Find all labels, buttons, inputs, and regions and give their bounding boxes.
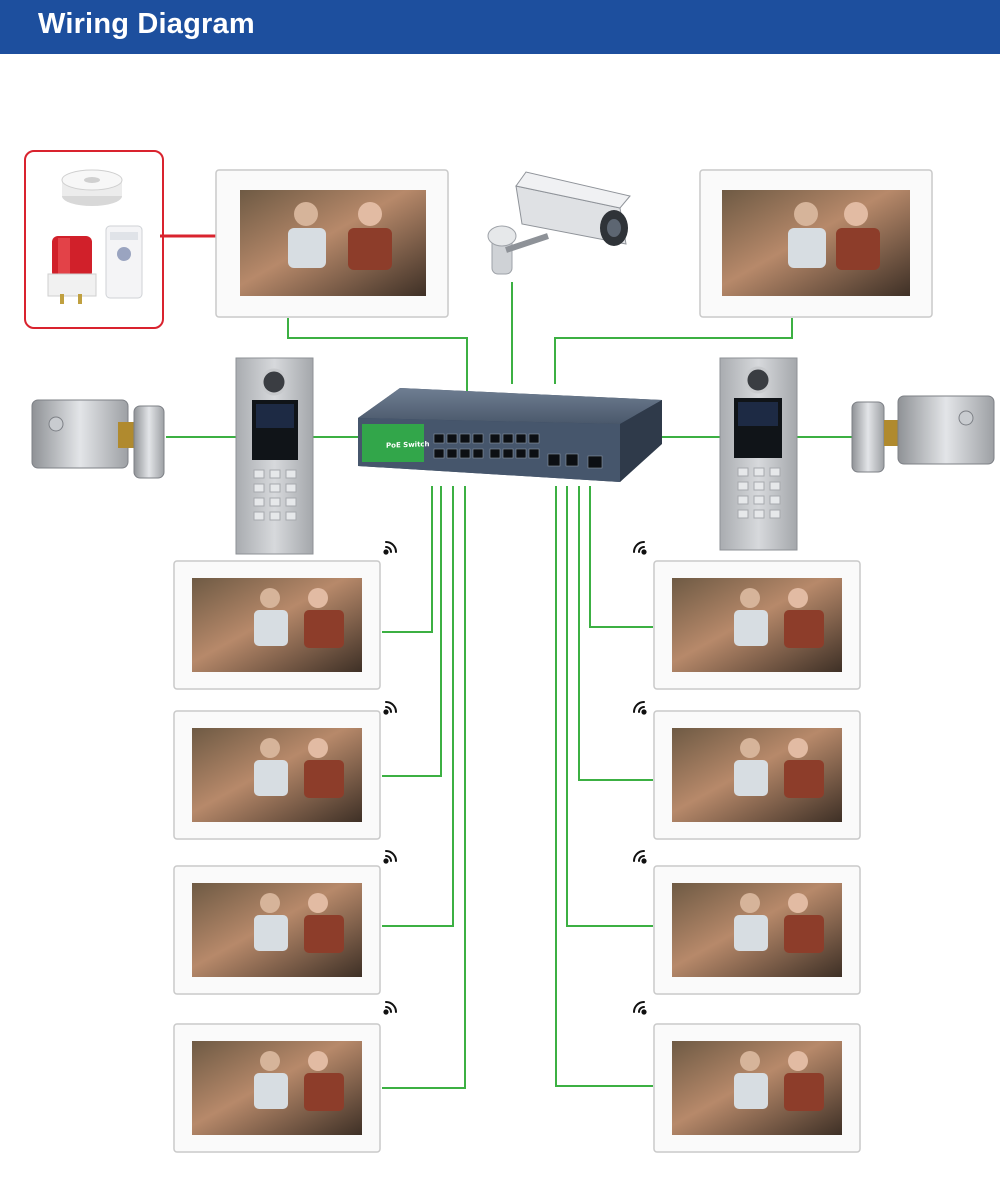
outdoor-station-right: [719, 357, 798, 551]
electric-lock-left-icon: [31, 399, 165, 479]
wire-right-monitor-2: [578, 486, 653, 781]
indoor-monitor-right-2: [653, 710, 861, 840]
ip-camera-icon: [487, 171, 631, 275]
wifi-icon: [633, 541, 647, 555]
indoor-monitor-right-3: [653, 865, 861, 995]
indoor-monitor-left-3: [173, 865, 381, 995]
smoke-detector-icon: [61, 169, 123, 206]
wire-top-left-monitor: [287, 318, 468, 392]
header-bar: Wiring Diagram: [0, 0, 1000, 54]
wire-left-monitor-4: [382, 486, 466, 1089]
wifi-icon: [633, 701, 647, 715]
indoor-monitor-left-4: [173, 1023, 381, 1153]
wire-left-monitor-3: [382, 486, 454, 927]
wire-right-monitor-1: [589, 486, 653, 628]
wifi-icon: [383, 1001, 397, 1015]
indoor-monitor-right-4: [653, 1023, 861, 1153]
indoor-monitor-right-1: [653, 560, 861, 690]
outdoor-station-left: [235, 357, 314, 555]
wire-right-monitor-4: [555, 486, 653, 1087]
poe-switch-label: PoE Switch: [386, 440, 430, 450]
wires: [160, 234, 852, 1089]
wifi-icon: [633, 1001, 647, 1015]
wire-top-right-monitor: [554, 318, 793, 384]
indoor-monitor-left-2: [173, 710, 381, 840]
electric-lock-right-icon: [851, 395, 995, 473]
motion-sensor-icon: [105, 225, 143, 299]
wire-left-monitor-1: [382, 486, 433, 633]
wifi-icon: [633, 850, 647, 864]
indoor-monitor-left-1: [173, 560, 381, 690]
wifi-icon: [383, 541, 397, 555]
wifi-icon: [383, 701, 397, 715]
alarm-siren-icon: [47, 236, 97, 304]
indoor-monitor-top-left: [215, 169, 449, 318]
wifi-icons: [383, 541, 647, 1015]
wire-right-monitor-3: [566, 486, 653, 927]
page-title: Wiring Diagram: [38, 8, 255, 40]
wifi-icon: [383, 850, 397, 864]
wire-left-monitor-2: [382, 486, 442, 777]
indoor-monitor-top-right: [699, 169, 933, 318]
poe-switch: [358, 388, 662, 482]
